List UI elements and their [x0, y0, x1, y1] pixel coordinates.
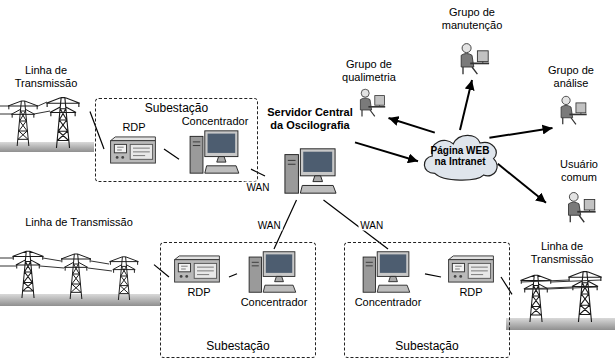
cloud-outline: [424, 135, 497, 180]
node-label: Subestação: [349, 340, 505, 354]
ground: [0, 142, 94, 152]
tower: [46, 98, 80, 148]
arrow-connector: [389, 118, 435, 133]
node-label: RDP: [106, 121, 162, 134]
connector-line: [229, 274, 237, 277]
node-label: Subestação: [100, 102, 253, 116]
node-label: Página WEB na Intranet: [430, 145, 490, 168]
person-icon: [569, 193, 596, 223]
edge-label: WAN: [358, 219, 385, 230]
connector-line: [90, 112, 104, 150]
tower: [61, 254, 91, 299]
rdp-icon: [175, 256, 220, 282]
substation-box: SubestaçãoRDP Concentrador: [95, 98, 258, 182]
wire: [0, 102, 50, 114]
substation-box: Subestação RDP Concentrador: [160, 242, 316, 358]
connector-line: [501, 277, 512, 294]
node-label: Concentrador: [239, 296, 309, 309]
wire: [0, 258, 112, 271]
central-server: Servidor Central da Oscilografia: [265, 104, 355, 200]
rdp-device: RDP: [104, 119, 164, 169]
rdp-icon: [449, 256, 494, 282]
person-icon: [360, 89, 385, 116]
node-label: Usuário comum: [548, 158, 610, 183]
person-icon: [461, 44, 489, 75]
tower: [568, 272, 602, 322]
user-group: Grupo de análise: [534, 62, 608, 128]
computer-icon: [249, 252, 296, 292]
rdp-device: RDP: [169, 253, 229, 301]
tower: [12, 251, 43, 298]
rdp-device: RDP: [441, 253, 501, 301]
user-group: Grupo de manutenção: [432, 4, 512, 80]
wire: [521, 280, 601, 289]
connector-line: [425, 274, 441, 277]
node-label: Subestação: [165, 340, 311, 354]
person-icon: [561, 96, 587, 124]
computer-icon: [190, 131, 239, 173]
rdp-icon: [111, 137, 156, 163]
server-icon: [285, 149, 336, 193]
substation-box: Subestação Concentrador RDP: [344, 242, 510, 358]
transmission-line: Linha de Transmissão: [512, 238, 612, 332]
connector-line: [251, 169, 265, 176]
node-label: Servidor Central da Oscilografia: [267, 106, 353, 131]
concentrator: Concentrador: [351, 249, 425, 311]
arrow-connector: [498, 164, 546, 203]
node-label: Linha de Transmissão: [514, 240, 610, 265]
node-label: Linha de Transmissão: [4, 64, 88, 89]
node-label: RDP: [443, 286, 499, 299]
arrow-connector: [489, 128, 552, 138]
concentrator: Concentrador: [179, 113, 251, 179]
ground: [0, 294, 160, 306]
user-group: Grupo de qualimetria: [330, 56, 408, 118]
concentrator: Concentrador: [237, 249, 311, 311]
edge-label: WAN: [256, 219, 283, 230]
node-label: Grupo de análise: [536, 64, 606, 89]
node-label: Grupo de manutenção: [434, 6, 510, 31]
intranet-cloud: Página WEB na Intranet: [418, 130, 502, 182]
transmission-line: Linha de Transmissão: [2, 62, 90, 152]
tower: [110, 257, 139, 300]
ground: [506, 318, 615, 330]
connector-line: [154, 265, 169, 277]
connector-line: [164, 149, 179, 159]
user-group: Usuário comum: [546, 156, 612, 228]
node-label: Concentrador: [181, 115, 249, 128]
tower: [8, 101, 38, 146]
edge-label: WAN: [245, 181, 272, 192]
node-label: Concentrador: [353, 296, 423, 309]
node-label: RDP: [171, 286, 227, 299]
arrow-connector: [355, 142, 418, 161]
transmission-line: Linha de Transmissão: [4, 214, 154, 306]
arrow-connector: [460, 80, 472, 130]
node-label: Grupo de qualimetria: [332, 58, 406, 83]
node-label: Linha de Transmissão: [6, 216, 152, 229]
computer-icon: [363, 252, 410, 292]
